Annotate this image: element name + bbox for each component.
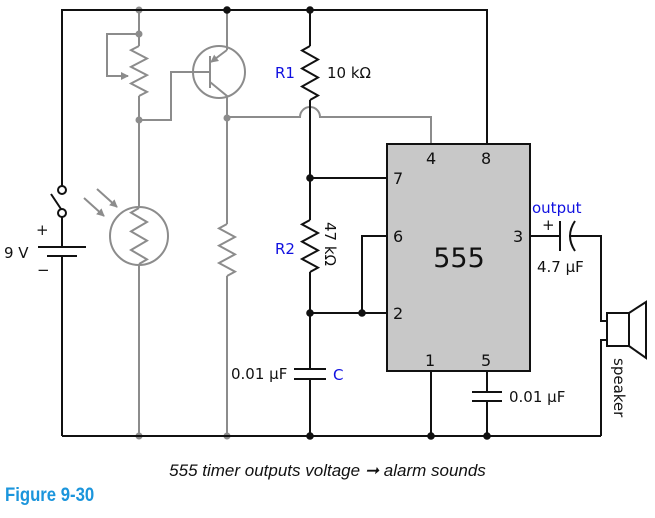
photoresistor-element	[129, 207, 149, 265]
pin-6-label: 6	[393, 227, 403, 246]
figure-number: Figure 9-30	[5, 485, 95, 506]
timer-chip-555	[386, 143, 531, 372]
photoresistor-body	[109, 206, 169, 266]
output-capacitor-plus-label: +	[542, 216, 555, 234]
pin-4-label: 4	[426, 149, 436, 168]
pin-5-label: 5	[481, 351, 491, 370]
junction-dot	[306, 174, 314, 182]
output-label: output	[532, 199, 582, 217]
r2-name-label: R2	[275, 240, 295, 258]
pin-3-label: 3	[513, 227, 523, 246]
junction-dot	[483, 432, 491, 440]
junction-dot	[306, 432, 314, 440]
light-arrow-icon	[96, 188, 118, 208]
resistor-r2	[299, 219, 321, 273]
output-capacitor-value-label: 4.7 μF	[537, 258, 584, 276]
chip-name-label: 555	[433, 243, 485, 274]
speaker-return-wire	[600, 339, 607, 436]
switch-terminal	[57, 185, 67, 195]
junction-dot	[306, 6, 314, 14]
speaker-icon	[606, 300, 647, 360]
reset-wire	[227, 106, 432, 144]
r1-value-label: 10 kΩ	[327, 64, 371, 82]
pin-8-label: 8	[481, 149, 491, 168]
r1-name-label: R1	[275, 64, 295, 82]
potentiometer-wiper	[106, 33, 139, 80]
junction-dot	[306, 309, 314, 317]
c-value-label: 0.01 μF	[231, 365, 287, 383]
pin6-wire	[361, 235, 387, 313]
junction-dot	[223, 6, 231, 14]
output-network	[530, 220, 647, 436]
power-wiring	[38, 9, 601, 437]
supply-rail	[61, 9, 488, 186]
junctions	[223, 6, 491, 440]
junction-dot	[223, 114, 231, 122]
speaker-wire	[569, 235, 607, 322]
switch-lever[interactable]	[50, 193, 62, 210]
resistor-r1	[299, 45, 321, 101]
base-wire	[139, 71, 210, 121]
schematic: 9 V + − R1 10 kΩ R2 47 kΩ 0.01 μF C 0.01…	[4, 6, 647, 440]
battery-minus-label: −	[37, 261, 50, 279]
figure-caption: 555 timer outputs voltage ➞ alarm sounds	[169, 461, 486, 480]
light-arrow-icon	[83, 197, 105, 217]
switch-terminal	[57, 208, 67, 218]
control-capacitor-value-label: 0.01 μF	[509, 388, 565, 406]
potentiometer	[128, 45, 150, 97]
junction-dot	[358, 309, 366, 317]
junction-dot	[427, 432, 435, 440]
sensor-network	[83, 6, 432, 440]
junction-dot	[135, 116, 143, 124]
load-resistor	[216, 223, 238, 277]
battery-voltage-label: 9 V	[4, 244, 29, 262]
junction-dot	[135, 30, 143, 38]
speaker-label: speaker	[610, 358, 628, 418]
pnp-transistor	[192, 10, 246, 118]
pin-2-label: 2	[393, 304, 403, 323]
timing-network	[294, 10, 502, 436]
pin-7-label: 7	[393, 169, 403, 188]
pin-1-label: 1	[425, 351, 435, 370]
r2-value-label: 47 kΩ	[321, 222, 339, 266]
c-name-label: C	[333, 366, 343, 384]
battery-plus-label: +	[36, 221, 49, 239]
